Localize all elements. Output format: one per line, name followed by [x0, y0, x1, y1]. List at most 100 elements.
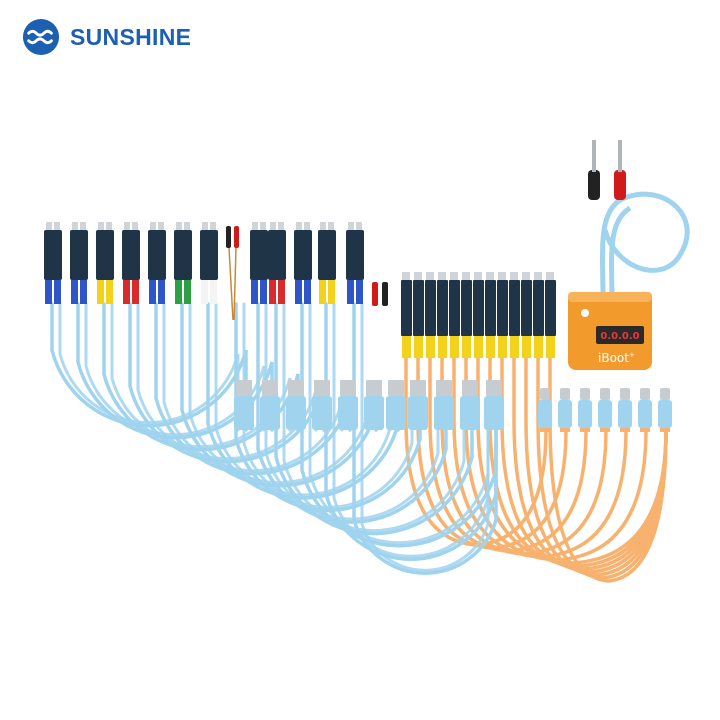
- blue-cable: [274, 302, 474, 536]
- cable-collar: [450, 336, 459, 358]
- flex-module: [461, 280, 472, 336]
- flex-module: [268, 230, 286, 280]
- cable-collar: [158, 280, 165, 304]
- flex-module: [533, 280, 544, 336]
- cable-collar: [319, 280, 326, 304]
- cable-collar: [269, 280, 276, 304]
- cable-collar: [295, 280, 302, 304]
- display-value: 0.0.0.0: [600, 331, 639, 342]
- orange-cable: [476, 356, 668, 565]
- usb-a-plug: [436, 380, 452, 396]
- cable-collar: [498, 336, 507, 358]
- flex-module: [413, 280, 424, 336]
- cable-collar: [438, 336, 447, 358]
- blue-cable: [324, 302, 498, 561]
- usb-a-housing: [386, 396, 406, 430]
- cable-collar: [210, 280, 217, 304]
- brand-header: SUNSHINE: [22, 18, 191, 56]
- flex-module: [346, 230, 364, 280]
- usb-a-plug: [288, 380, 304, 396]
- usb-a-housing: [286, 396, 306, 430]
- cable-collar: [175, 280, 182, 304]
- cable-collar: [123, 280, 130, 304]
- cable-collar: [462, 336, 471, 358]
- red-alligator-clip: [372, 282, 378, 306]
- usb-c-plug: [580, 388, 590, 400]
- cable-collar: [201, 280, 208, 304]
- usb-a-housing: [312, 396, 332, 430]
- usb-a-plug: [486, 380, 502, 396]
- cable-collar: [546, 336, 555, 358]
- usb-a-housing: [234, 396, 254, 430]
- usb-c-housing: [578, 400, 592, 428]
- red-alligator-clip: [234, 226, 239, 248]
- usb-c-housing: [658, 400, 672, 428]
- flex-module: [437, 280, 448, 336]
- usb-a-plug: [366, 380, 382, 396]
- flex-module: [425, 280, 436, 336]
- black-banana-plug: [588, 170, 600, 200]
- usb-a-housing: [338, 396, 358, 430]
- cable-collar: [402, 336, 411, 358]
- flex-module: [509, 280, 520, 336]
- cable-collar: [347, 280, 354, 304]
- cable-collar: [304, 280, 311, 304]
- flex-module: [174, 230, 192, 280]
- usb-a-housing: [460, 396, 480, 430]
- cable-collar: [260, 280, 267, 304]
- cable-collar: [414, 336, 423, 358]
- flex-module: [148, 230, 166, 280]
- usb-c-plug: [540, 388, 550, 400]
- cable-collar: [486, 336, 495, 358]
- cable-collar: [45, 280, 52, 304]
- cable-collar: [132, 280, 139, 304]
- cable-collar: [184, 280, 191, 304]
- blue-cable: [300, 302, 498, 548]
- flex-module: [318, 230, 336, 280]
- flex-module: [497, 280, 508, 336]
- cable-collar: [534, 336, 543, 358]
- blue-cable: [264, 302, 440, 521]
- usb-a-plug: [262, 380, 278, 396]
- cable-collar: [149, 280, 156, 304]
- orange-cable: [548, 356, 668, 583]
- cable-collar: [426, 336, 435, 358]
- flex-module: [473, 280, 484, 336]
- flex-module: [250, 230, 268, 280]
- cable-collar: [474, 336, 483, 358]
- usb-a-plug: [410, 380, 426, 396]
- black-alligator-clip: [382, 282, 388, 306]
- blue-cable: [214, 302, 392, 497]
- cable-collar: [328, 280, 335, 304]
- flex-module: [485, 280, 496, 336]
- usb-a-housing: [260, 396, 280, 430]
- device-model: iBoot+: [598, 351, 635, 365]
- usb-c-housing: [598, 400, 612, 428]
- usb-a-plug: [236, 380, 252, 396]
- usb-c-plug: [600, 388, 610, 400]
- cable-collar: [510, 336, 519, 358]
- blue-cable-bundle: [50, 302, 498, 575]
- flex-module: [449, 280, 460, 336]
- flex-module: [521, 280, 532, 336]
- usb-a-plug: [314, 380, 330, 396]
- usb-c-plug: [640, 388, 650, 400]
- usb-a-housing: [484, 396, 504, 430]
- usb-a-plug: [388, 380, 404, 396]
- usb-a-housing: [364, 396, 384, 430]
- cable-collar: [251, 280, 258, 304]
- cable-collar: [278, 280, 285, 304]
- blue-cable: [282, 302, 466, 532]
- usb-a-housing: [434, 396, 454, 430]
- usb-c-housing: [638, 400, 652, 428]
- brand-name: SUNSHINE: [70, 23, 192, 50]
- black-alligator-clip: [226, 226, 231, 248]
- flex-module: [401, 280, 412, 336]
- cable-collar: [54, 280, 61, 304]
- blue-cable: [308, 302, 490, 545]
- sunshine-wave-logo-icon: [22, 18, 60, 56]
- usb-c-plug: [560, 388, 570, 400]
- usb-c-housing: [558, 400, 572, 428]
- blue-cable: [332, 302, 490, 558]
